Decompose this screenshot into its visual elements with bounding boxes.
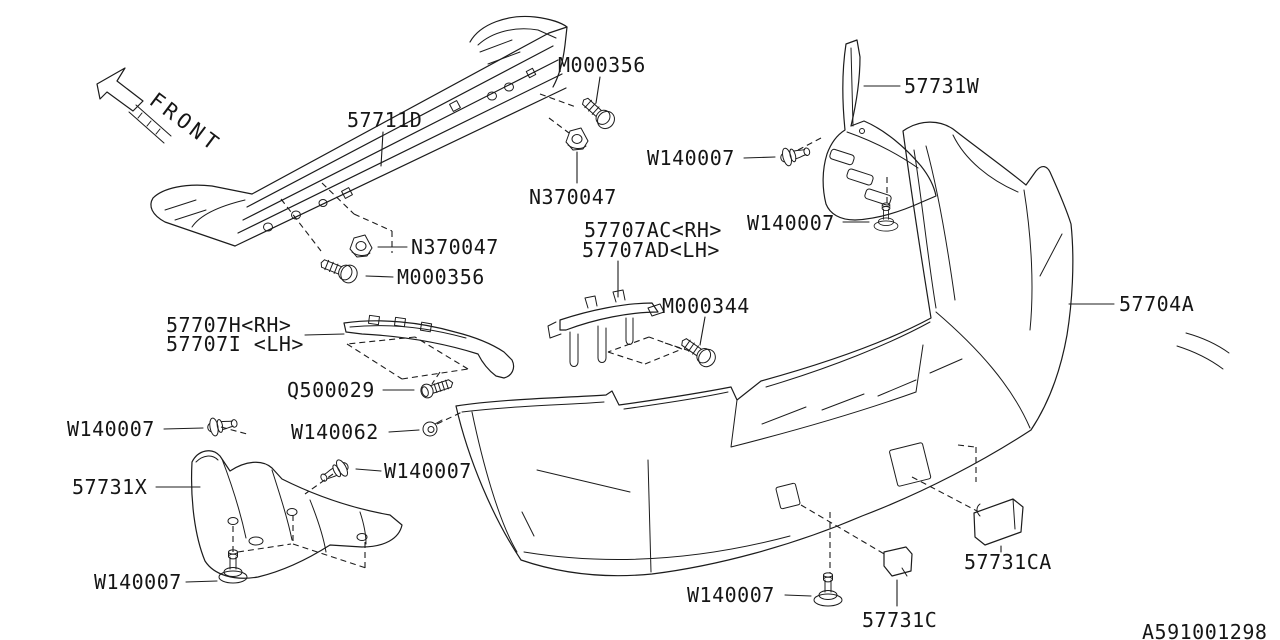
bracket-57731w xyxy=(822,39,937,221)
shield-57731x xyxy=(190,450,403,579)
assembly-dashed-lines xyxy=(220,93,978,573)
nut-n370047-top xyxy=(565,127,589,151)
drawing-code: A591001298 xyxy=(1142,620,1267,640)
bolt-m000344 xyxy=(676,332,720,371)
label-57704a: 57704A xyxy=(1119,292,1194,316)
label-m000356-top: M000356 xyxy=(558,53,646,77)
front-direction-arrow xyxy=(96,67,172,144)
clip-w140007-d xyxy=(316,456,353,488)
bolt-m000356-mid xyxy=(317,253,361,286)
cover-57731ca xyxy=(973,498,1024,546)
screw-q500029 xyxy=(418,375,456,401)
label-57711d: 57711D xyxy=(347,108,422,132)
beam-57711d xyxy=(150,15,568,247)
label-w140007-e: W140007 xyxy=(94,570,182,594)
label-57731x: 57731X xyxy=(72,475,147,499)
label-57707i-lh: 57707I <LH> xyxy=(166,332,304,356)
label-57707h-rh: 57707H<RH> xyxy=(166,313,291,337)
clip-w140007-c xyxy=(205,413,240,438)
part-labels: 57711D M000356 N370047 W140007 57731W W1… xyxy=(67,53,1267,640)
bumper-57704a xyxy=(455,121,1230,577)
bolt-m000356-top xyxy=(577,92,619,133)
label-57731ca: 57731CA xyxy=(964,550,1052,574)
clip-w140007-f xyxy=(813,572,843,607)
label-w140007-c: W140007 xyxy=(67,417,155,441)
label-57731c: 57731C xyxy=(862,608,937,632)
label-57707ac-rh: 57707AC<RH> xyxy=(584,218,722,242)
label-w140007-b: W140007 xyxy=(747,211,835,235)
leader-lines xyxy=(155,76,1115,607)
label-n370047-mid: N370047 xyxy=(411,235,499,259)
label-n370047-top: N370047 xyxy=(529,185,617,209)
label-w140007-a: W140007 xyxy=(647,146,735,170)
label-w140062: W140062 xyxy=(291,420,379,444)
label-w140007-d: W140007 xyxy=(384,459,472,483)
clip-w140007-a xyxy=(778,141,813,168)
label-57731w: 57731W xyxy=(904,74,980,98)
label-w140007-f: W140007 xyxy=(687,583,775,607)
label-m000356-mid: M000356 xyxy=(397,265,485,289)
rail-57707h-i xyxy=(343,314,515,379)
label-57707ad-lh: 57707AD<LH> xyxy=(582,238,720,262)
front-label: FRONT xyxy=(145,88,226,157)
label-q500029: Q500029 xyxy=(287,378,375,402)
label-m000344: M000344 xyxy=(662,294,750,318)
bracket-57707ac-ad xyxy=(547,289,665,367)
nut-n370047-mid xyxy=(349,234,373,258)
cover-57731c xyxy=(883,546,913,577)
